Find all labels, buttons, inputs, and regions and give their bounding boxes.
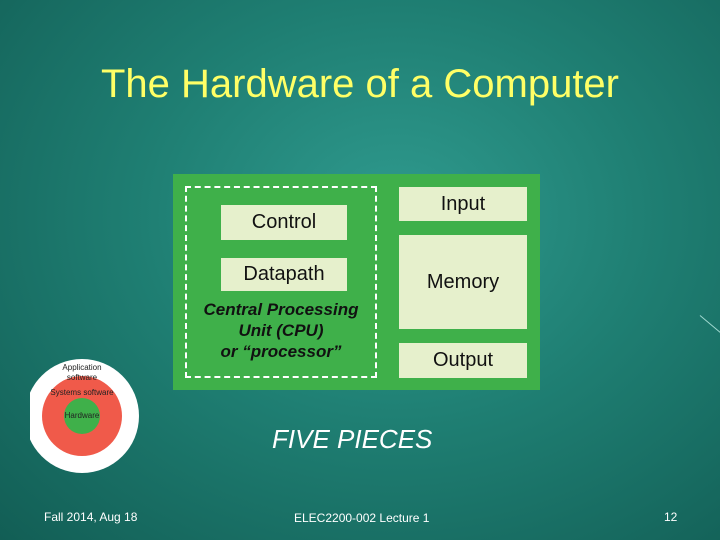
cpu-caption-line: or “processor” [220,342,342,361]
cpu-frame [185,186,377,378]
software-layers-diagram: Application software Systems software Ha… [25,345,150,475]
datapath-label: Datapath [243,263,325,285]
footer-date: Fall 2014, Aug 18 [44,510,138,524]
slide-title: The Hardware of a Computer [100,62,619,106]
cpu-caption: Central Processing Unit (CPU) or “proces… [185,299,377,362]
footer-course: ELEC2200-002 Lecture 1 [294,511,430,525]
page-number: 12 [664,510,678,524]
systems-layer-label: Systems software [50,388,114,397]
memory-box: Memory [399,235,527,329]
five-pieces-caption: FIVE PIECES [272,424,433,454]
datapath-box: Datapath [221,258,347,291]
cpu-caption-line: Central Processing [203,300,359,319]
hardware-ring [64,398,100,434]
control-box: Control [221,205,347,240]
cpu-caption-line: Unit (CPU) [238,321,324,340]
layers-rings [25,359,139,473]
input-label: Input [440,192,486,215]
input-box: Input [399,187,527,221]
computer-diagram: Control Datapath Central Processing Unit… [173,174,540,390]
output-label: Output [432,349,494,371]
decorative-line [699,315,720,336]
control-label: Control [251,211,317,233]
output-box: Output [399,343,527,378]
application-layer-label: Application software [62,363,102,382]
memory-label: Memory [426,270,500,293]
hardware-layer-label: Hardware [64,411,100,420]
